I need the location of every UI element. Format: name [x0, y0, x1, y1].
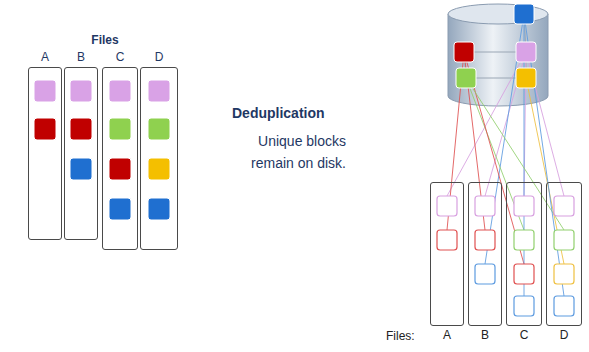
file-name: C: [102, 50, 138, 65]
file-name: B: [64, 50, 98, 65]
file-column: C: [506, 182, 542, 344]
block-pointer: [475, 264, 495, 284]
column-frame: [140, 67, 178, 250]
unique-block: [514, 4, 534, 24]
column-frame: [506, 182, 542, 326]
disk-title: Files: [5, 33, 205, 47]
unique-block: [516, 68, 536, 88]
arrow-heading: Deduplication: [232, 102, 346, 124]
file-name: D: [546, 328, 582, 343]
block-pointer: [554, 296, 574, 316]
column-frame: [430, 182, 464, 326]
unique-block: [454, 42, 474, 62]
column-frame: [102, 67, 138, 250]
block-reference: [447, 52, 526, 196]
file-column: C: [102, 50, 138, 250]
block-pointer: [554, 264, 574, 284]
data-block: [109, 118, 131, 140]
file-name: A: [28, 50, 62, 65]
file-column: D: [140, 50, 178, 250]
arrow-text: DeduplicationUnique blocks remain on dis…: [232, 102, 346, 174]
block-pointer: [475, 196, 495, 216]
disk-cylinder: FilesABCD: [5, 5, 205, 271]
data-block: [70, 158, 92, 180]
file-name: C: [506, 328, 542, 343]
file-column: B: [64, 50, 98, 240]
data-block: [70, 80, 92, 102]
unique-cylinder: [448, 4, 548, 106]
arrow-body: Unique blocks remain on disk.: [232, 130, 346, 174]
block-pointer: [437, 230, 457, 250]
data-block: [148, 118, 170, 140]
block-pointer: [514, 296, 534, 316]
data-block: [148, 198, 170, 220]
unique-block: [516, 42, 536, 62]
data-block: [148, 80, 170, 102]
file-column: A: [430, 182, 464, 344]
block-pointer: [437, 196, 457, 216]
process-arrow: DeduplicationUnique blocks remain on dis…: [212, 0, 448, 296]
block-pointer: [514, 264, 534, 284]
data-block: [109, 158, 131, 180]
block-pointer: [514, 196, 534, 216]
column-frame: [546, 182, 582, 326]
file-column: A: [28, 50, 62, 240]
column-frame: [468, 182, 502, 326]
data-block: [70, 118, 92, 140]
column-frame: [64, 67, 98, 240]
data-block: [34, 118, 56, 140]
data-block: [34, 80, 56, 102]
data-block: [109, 198, 131, 220]
block-pointer: [475, 230, 495, 250]
block-pointer: [514, 230, 534, 250]
file-column: B: [468, 182, 502, 344]
data-block: [109, 80, 131, 102]
block-pointer: [554, 196, 574, 216]
file-column: D: [546, 182, 582, 344]
unique-block: [456, 68, 476, 88]
data-block: [148, 158, 170, 180]
column-frame: [28, 67, 62, 240]
file-name: A: [430, 328, 464, 343]
block-reference: [466, 78, 564, 230]
block-pointer: [554, 230, 574, 250]
file-name: B: [468, 328, 502, 343]
file-name: D: [140, 50, 178, 65]
row-label: Files:: [386, 329, 415, 343]
